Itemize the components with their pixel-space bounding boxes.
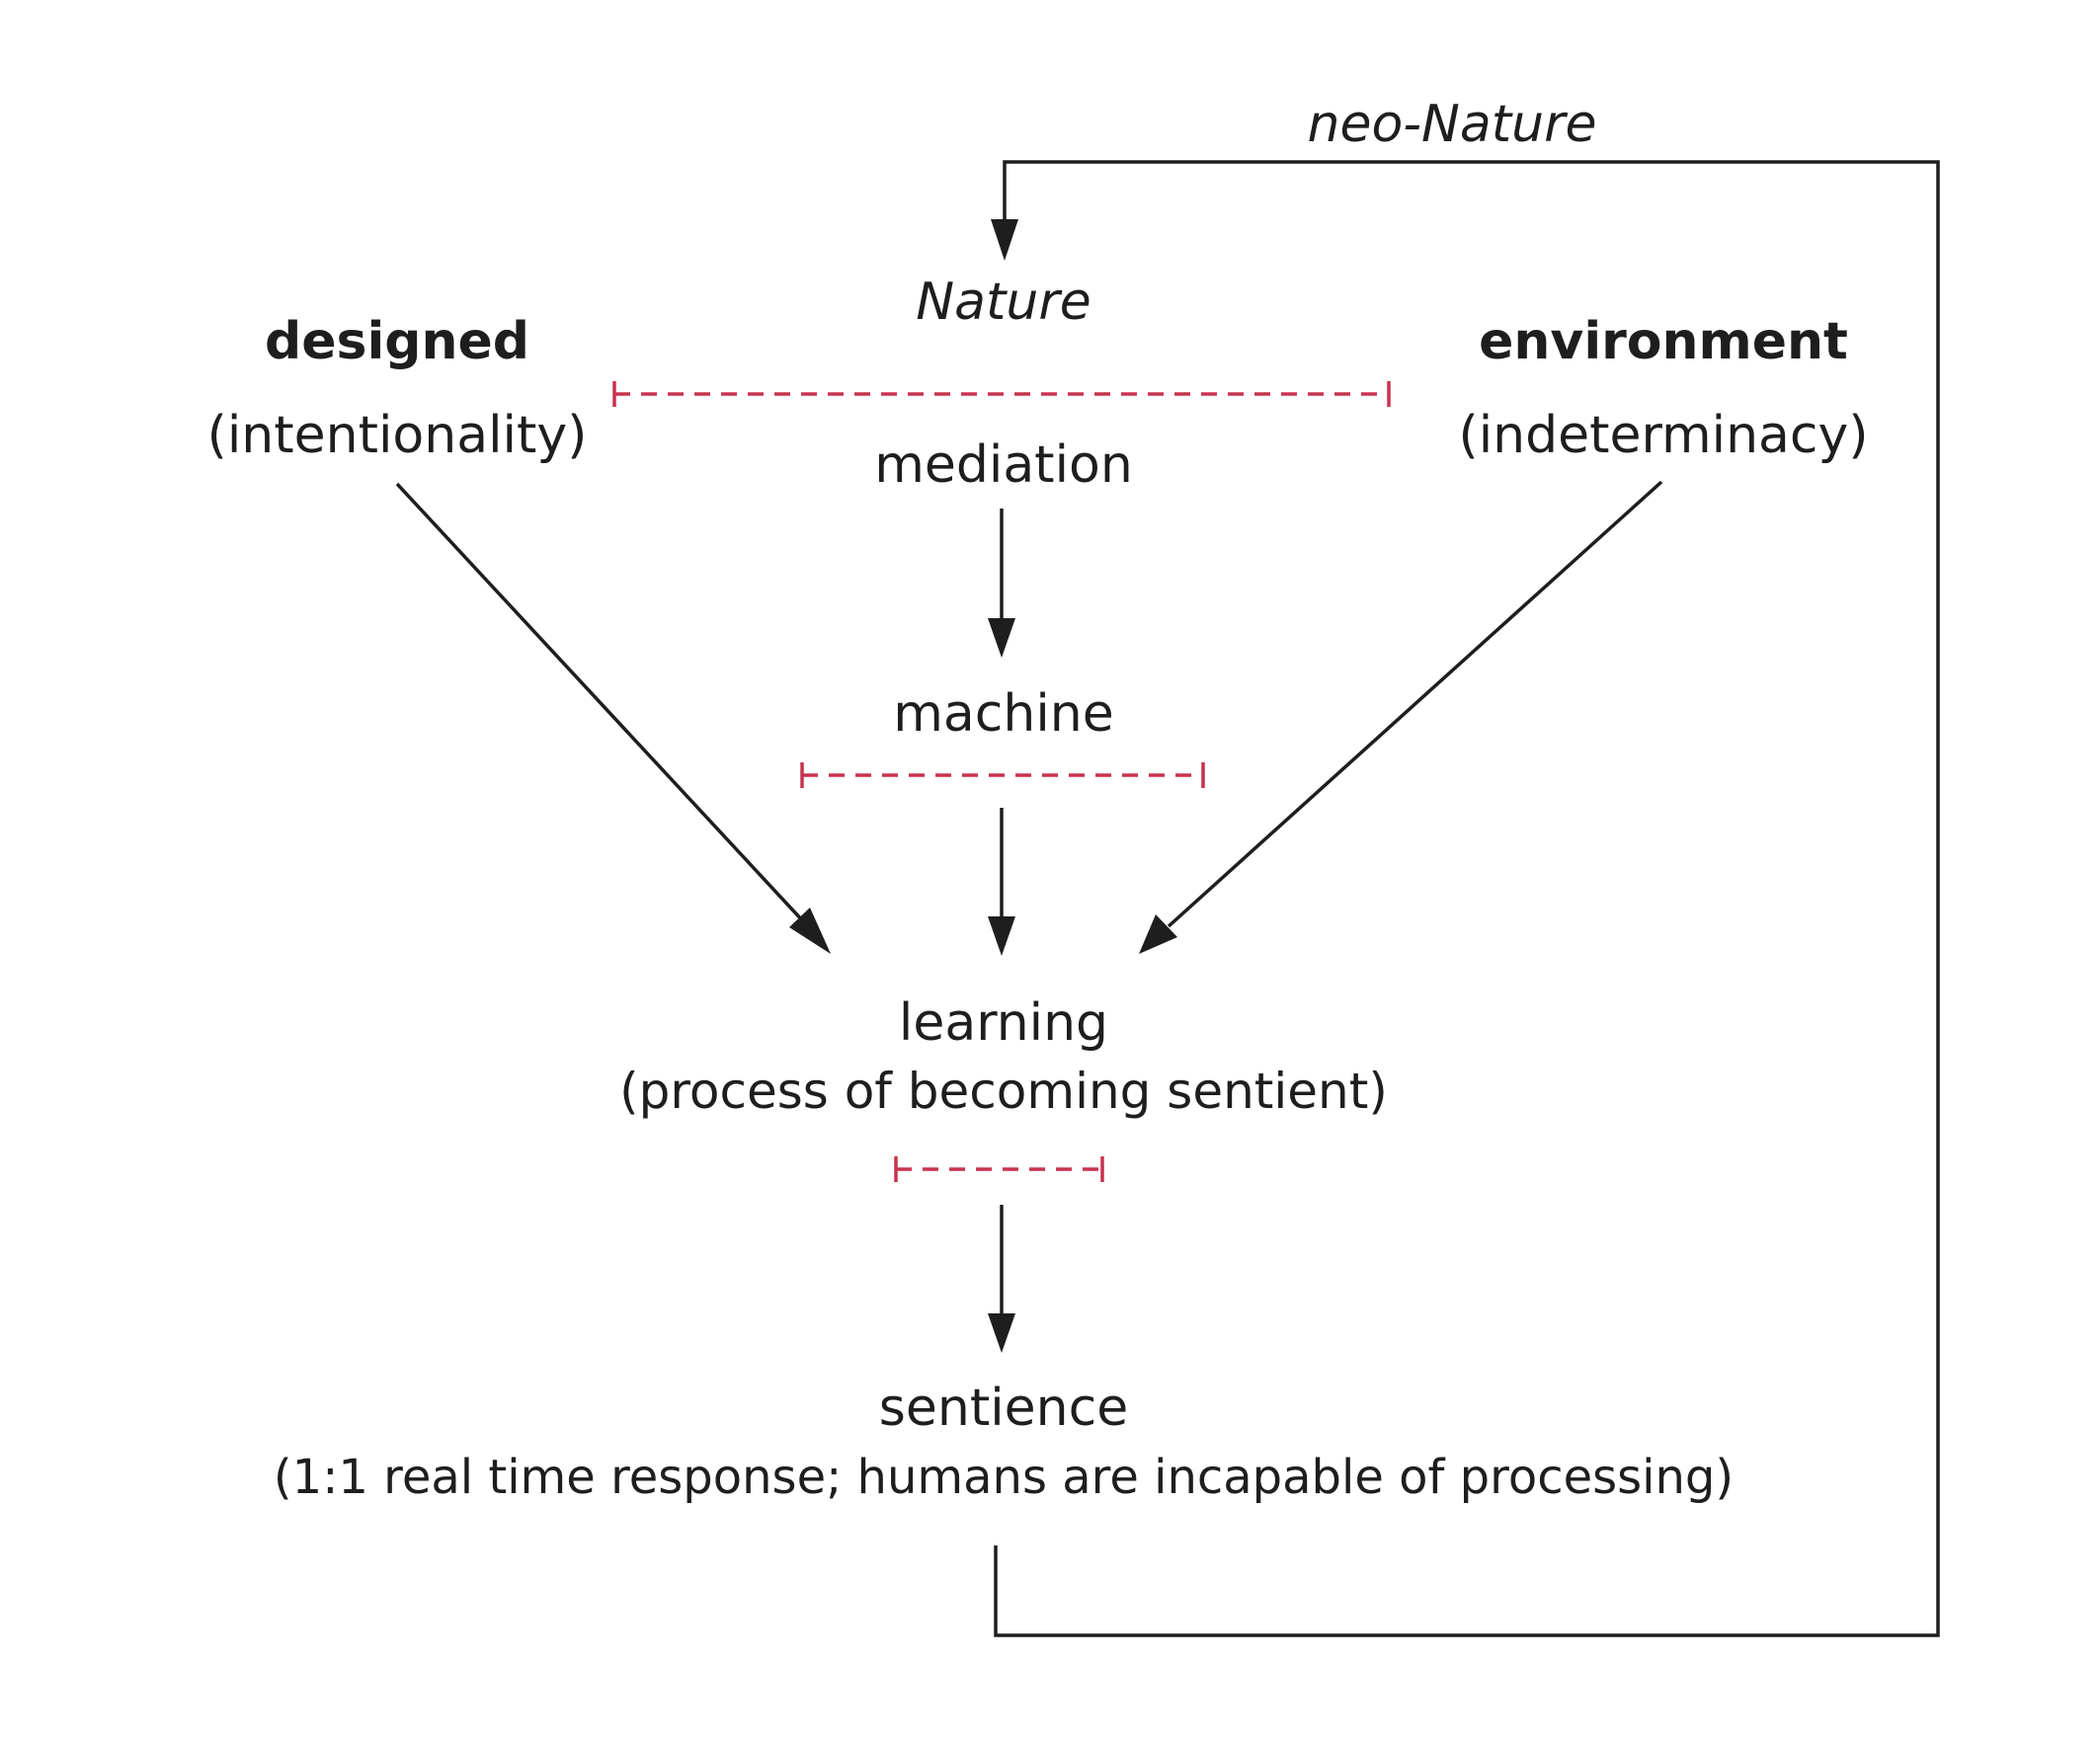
arrowhead-learning-right [1139, 914, 1177, 954]
label-mediation: mediation [874, 435, 1133, 495]
label-intentionality: (intentionality) [206, 406, 588, 465]
arrowhead-learning-left [789, 908, 831, 954]
arrowhead-learning-center [988, 916, 1015, 956]
label-indeterminacy: (indeterminacy) [1458, 406, 1869, 465]
label-neo-nature: neo-Nature [1307, 95, 1597, 154]
dashed-bar-middle [800, 762, 1205, 788]
feedback-loop-line [994, 160, 1940, 1637]
dashed-bar-top [612, 381, 1391, 407]
label-sentience: sentience [878, 1379, 1129, 1438]
arrowhead-sentience [988, 1313, 1015, 1353]
arrowhead-machine [988, 618, 1015, 658]
label-environment: environment [1479, 312, 1848, 371]
label-nature: Nature [916, 273, 1091, 332]
arrow-designed-to-learning [395, 482, 807, 925]
label-designed: designed [265, 312, 529, 371]
label-sentience-subtitle: (1:1 real time response; humans are inca… [273, 1450, 1735, 1505]
label-machine: machine [893, 684, 1114, 744]
label-learning-subtitle: (process of becoming sentient) [619, 1063, 1388, 1120]
label-learning: learning [898, 993, 1109, 1053]
feedback-loop-arrowhead [991, 219, 1018, 261]
dashed-bar-bottom [894, 1156, 1104, 1182]
arrow-environment-to-learning [1167, 480, 1663, 928]
